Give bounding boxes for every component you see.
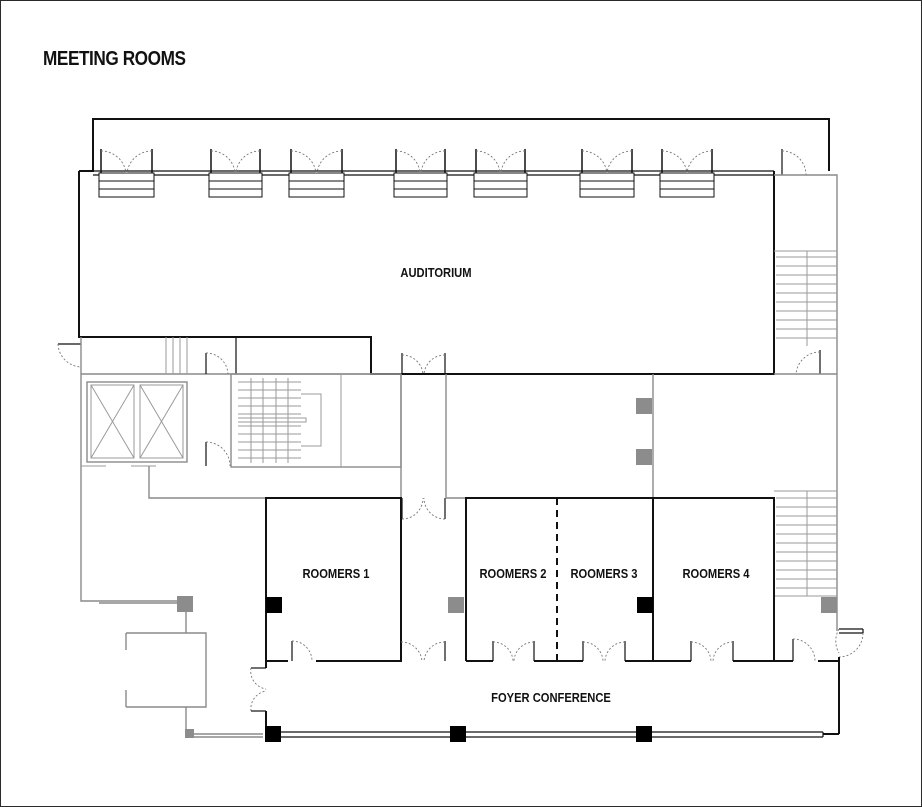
page-title: MEETING ROOMS <box>43 48 186 70</box>
room-3-label: ROOMERS 3 <box>570 566 637 581</box>
column <box>637 597 653 613</box>
column <box>177 596 193 612</box>
auditorium-walls <box>78 118 830 375</box>
column <box>821 597 837 613</box>
column <box>185 729 194 738</box>
foyer-label: FOYER CONFERENCE <box>491 690 611 705</box>
column <box>636 726 652 742</box>
room-4-label: ROOMERS 4 <box>682 566 749 581</box>
auditorium-label: AUDITORIUM <box>400 265 471 280</box>
service-core <box>57 337 402 738</box>
columns <box>177 398 837 742</box>
column <box>636 398 652 414</box>
auditorium-doors <box>98 149 807 198</box>
central-corridor <box>400 353 774 521</box>
column <box>266 597 282 613</box>
column <box>450 726 466 742</box>
right-staircase <box>774 174 864 734</box>
room-2-label: ROOMERS 2 <box>479 566 546 581</box>
meeting-rooms <box>265 497 839 662</box>
room-1-label: ROOMERS 1 <box>302 566 369 581</box>
column <box>636 449 652 465</box>
column <box>448 597 464 613</box>
column <box>265 726 281 742</box>
